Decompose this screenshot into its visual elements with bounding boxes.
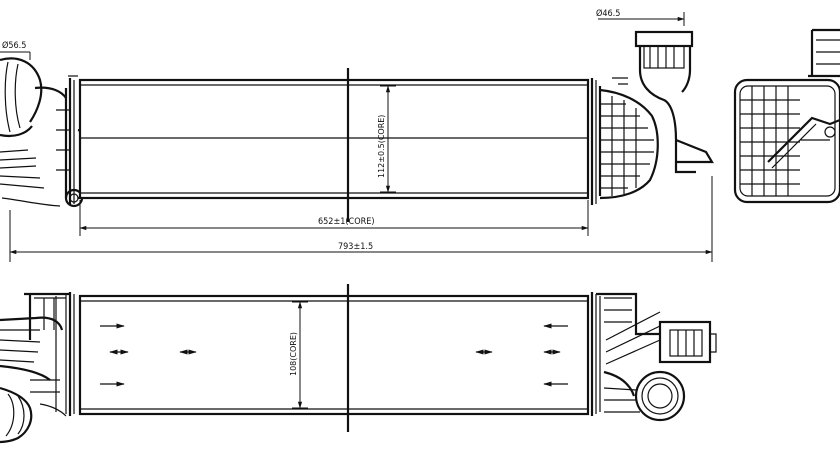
- dimension-lines: [0, 12, 713, 409]
- dim-core-height-top: 112±0.5(CORE): [377, 115, 386, 178]
- dim-overall-length: 793±1.5: [338, 242, 373, 252]
- core-bottom: [78, 294, 590, 416]
- dim-left-inlet-diameter: Ø56.5: [2, 40, 26, 51]
- left-inlet-pipe: [0, 57, 67, 207]
- bottom-view: [0, 284, 717, 444]
- dim-core-height-bottom: 108(CORE): [289, 332, 298, 376]
- right-end-tank: [590, 78, 659, 205]
- right-outlet-pipe: [612, 30, 714, 174]
- core-top: [78, 78, 590, 200]
- dim-right-outlet-diameter: Ø46.5: [596, 8, 620, 19]
- dim-core-length: 652±1(CORE): [318, 217, 374, 227]
- top-view: [0, 30, 714, 222]
- left-fittings-bottom: [0, 292, 75, 444]
- right-fittings-bottom: [590, 292, 717, 422]
- end-view: [733, 28, 840, 204]
